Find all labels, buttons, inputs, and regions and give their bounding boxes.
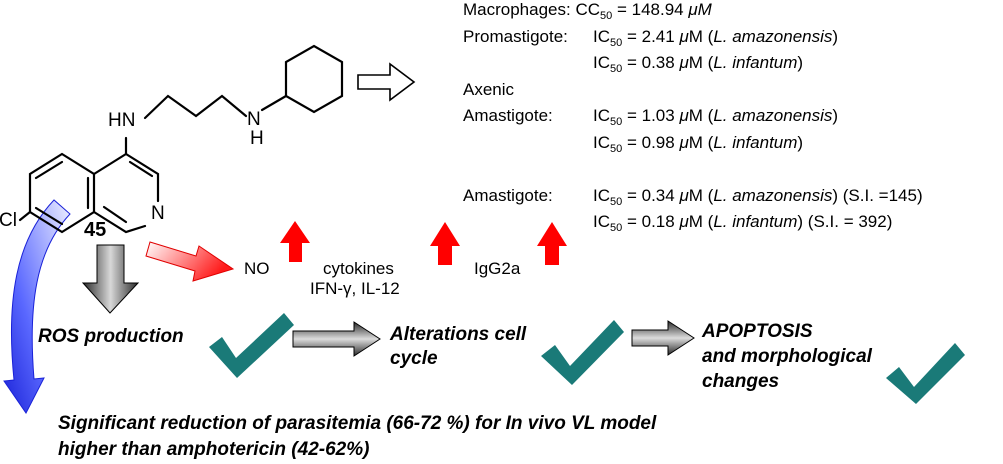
- pyridine-inner-bond-1: [128, 160, 154, 178]
- axenic-ic50-infantum: IC50 = 0.98 μM (L. infantum): [593, 133, 804, 155]
- n-cyclohexyl-bond: [260, 94, 288, 112]
- alterations-label-1: Alterations cell: [390, 324, 527, 345]
- promastigote-ic50-amazonensis: IC50 = 2.41 μM (L. amazonensis): [593, 27, 839, 49]
- red-up-arrow-igg2a-icon: [537, 222, 567, 265]
- atom-h-lower: H: [250, 128, 264, 149]
- macrophages-line: Macrophages: CC50 = 148.94 μM: [463, 0, 712, 22]
- alterations-label-2: cycle: [390, 348, 438, 369]
- igg2a-label: IgG2a: [474, 259, 521, 278]
- atom-n-upper: N: [247, 109, 261, 130]
- atom-n-ring: N: [151, 203, 165, 224]
- conclusion-line-2: higher than amphotericin (42-62%): [58, 439, 370, 460]
- red-up-arrow-no-icon: [280, 221, 310, 262]
- check-apoptosis-icon: [886, 343, 965, 404]
- benzene-inner-bond-2: [34, 206, 64, 226]
- check-ros-icon: [209, 313, 294, 378]
- amastigote-ic50-infantum: IC50 = 0.18 μM (L. infantum) (S.I. = 392…: [593, 212, 893, 234]
- cyclohexane-ring: [284, 44, 344, 114]
- gray-right-arrow-1-icon: [292, 321, 381, 357]
- cytokines-detail: IFN-γ, IL-12: [310, 279, 400, 298]
- axenic-ic50-amazonensis: IC50 = 1.03 μM (L. amazonensis): [593, 106, 839, 128]
- gray-right-arrow-2-icon: [631, 320, 695, 356]
- open-right-arrow-icon: [357, 62, 416, 102]
- pyridine-inner-bond-2: [102, 205, 128, 224]
- blue-curved-arrow-icon: [3, 199, 71, 414]
- apoptosis-label-2: and morphological: [702, 346, 872, 367]
- red-diagonal-arrow-icon: [145, 241, 235, 282]
- axenic-amastigote-label: Amastigote:: [463, 106, 553, 125]
- benzene-inner-bond-1: [34, 160, 64, 180]
- ros-production-label: ROS production: [38, 326, 184, 347]
- no-label: NO: [244, 259, 270, 278]
- amastigote-label: Amastigote:: [463, 186, 553, 205]
- promastigote-ic50-infantum: IC50 = 0.38 μM (L. infantum): [593, 53, 804, 75]
- apoptosis-label-1: APOPTOSIS: [702, 321, 813, 342]
- red-up-arrow-cytokines-icon: [430, 222, 460, 265]
- atom-hn-left: HN: [108, 110, 135, 131]
- atom-cl: Cl: [0, 210, 17, 231]
- apoptosis-label-3: changes: [702, 371, 780, 392]
- cytokines-label: cytokines: [323, 259, 394, 278]
- gray-down-arrow-icon: [81, 244, 140, 314]
- promastigote-label: Promastigote:: [463, 27, 568, 46]
- compound-number: 45: [84, 219, 106, 241]
- conclusion-line-1: Significant reduction of parasitemia (66…: [58, 413, 657, 434]
- check-alterations-icon: [541, 320, 624, 385]
- axenic-label: Axenic: [463, 80, 515, 99]
- chloro-bond: [18, 210, 32, 222]
- pyridine-ring: [92, 152, 160, 234]
- propyl-chain: [143, 94, 248, 120]
- amastigote-ic50-amazonensis: IC50 = 0.34 μM (L. amazonensis) (S.I. =1…: [593, 186, 923, 208]
